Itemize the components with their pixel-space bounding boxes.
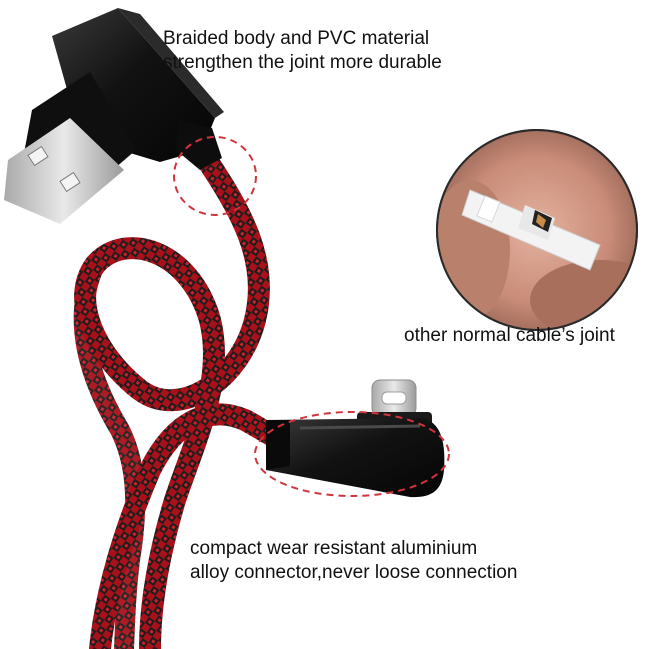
usb-c-connector-icon bbox=[266, 379, 445, 498]
caption-line: other normal cable’s joint bbox=[404, 325, 615, 346]
connector-caption: compact wear resistant aluminium alloy c… bbox=[190, 537, 517, 585]
normal-joint-caption: other normal cable’s joint bbox=[404, 324, 615, 348]
usb-a-connector-icon bbox=[4, 8, 224, 224]
caption-line: strengthen the joint more durable bbox=[163, 52, 442, 73]
joint-durability-caption: Braided body and PVC material strengthen… bbox=[163, 27, 442, 75]
caption-line: alloy connector,never loose connection bbox=[190, 562, 518, 583]
caption-line: compact wear resistant aluminium bbox=[190, 538, 478, 559]
frayed-cable-icon bbox=[436, 129, 638, 331]
braided-cable bbox=[73, 149, 291, 649]
joint-highlight-top bbox=[173, 136, 257, 216]
joint-highlight-bottom bbox=[254, 411, 450, 497]
caption-line: Braided body and PVC material bbox=[163, 28, 430, 49]
